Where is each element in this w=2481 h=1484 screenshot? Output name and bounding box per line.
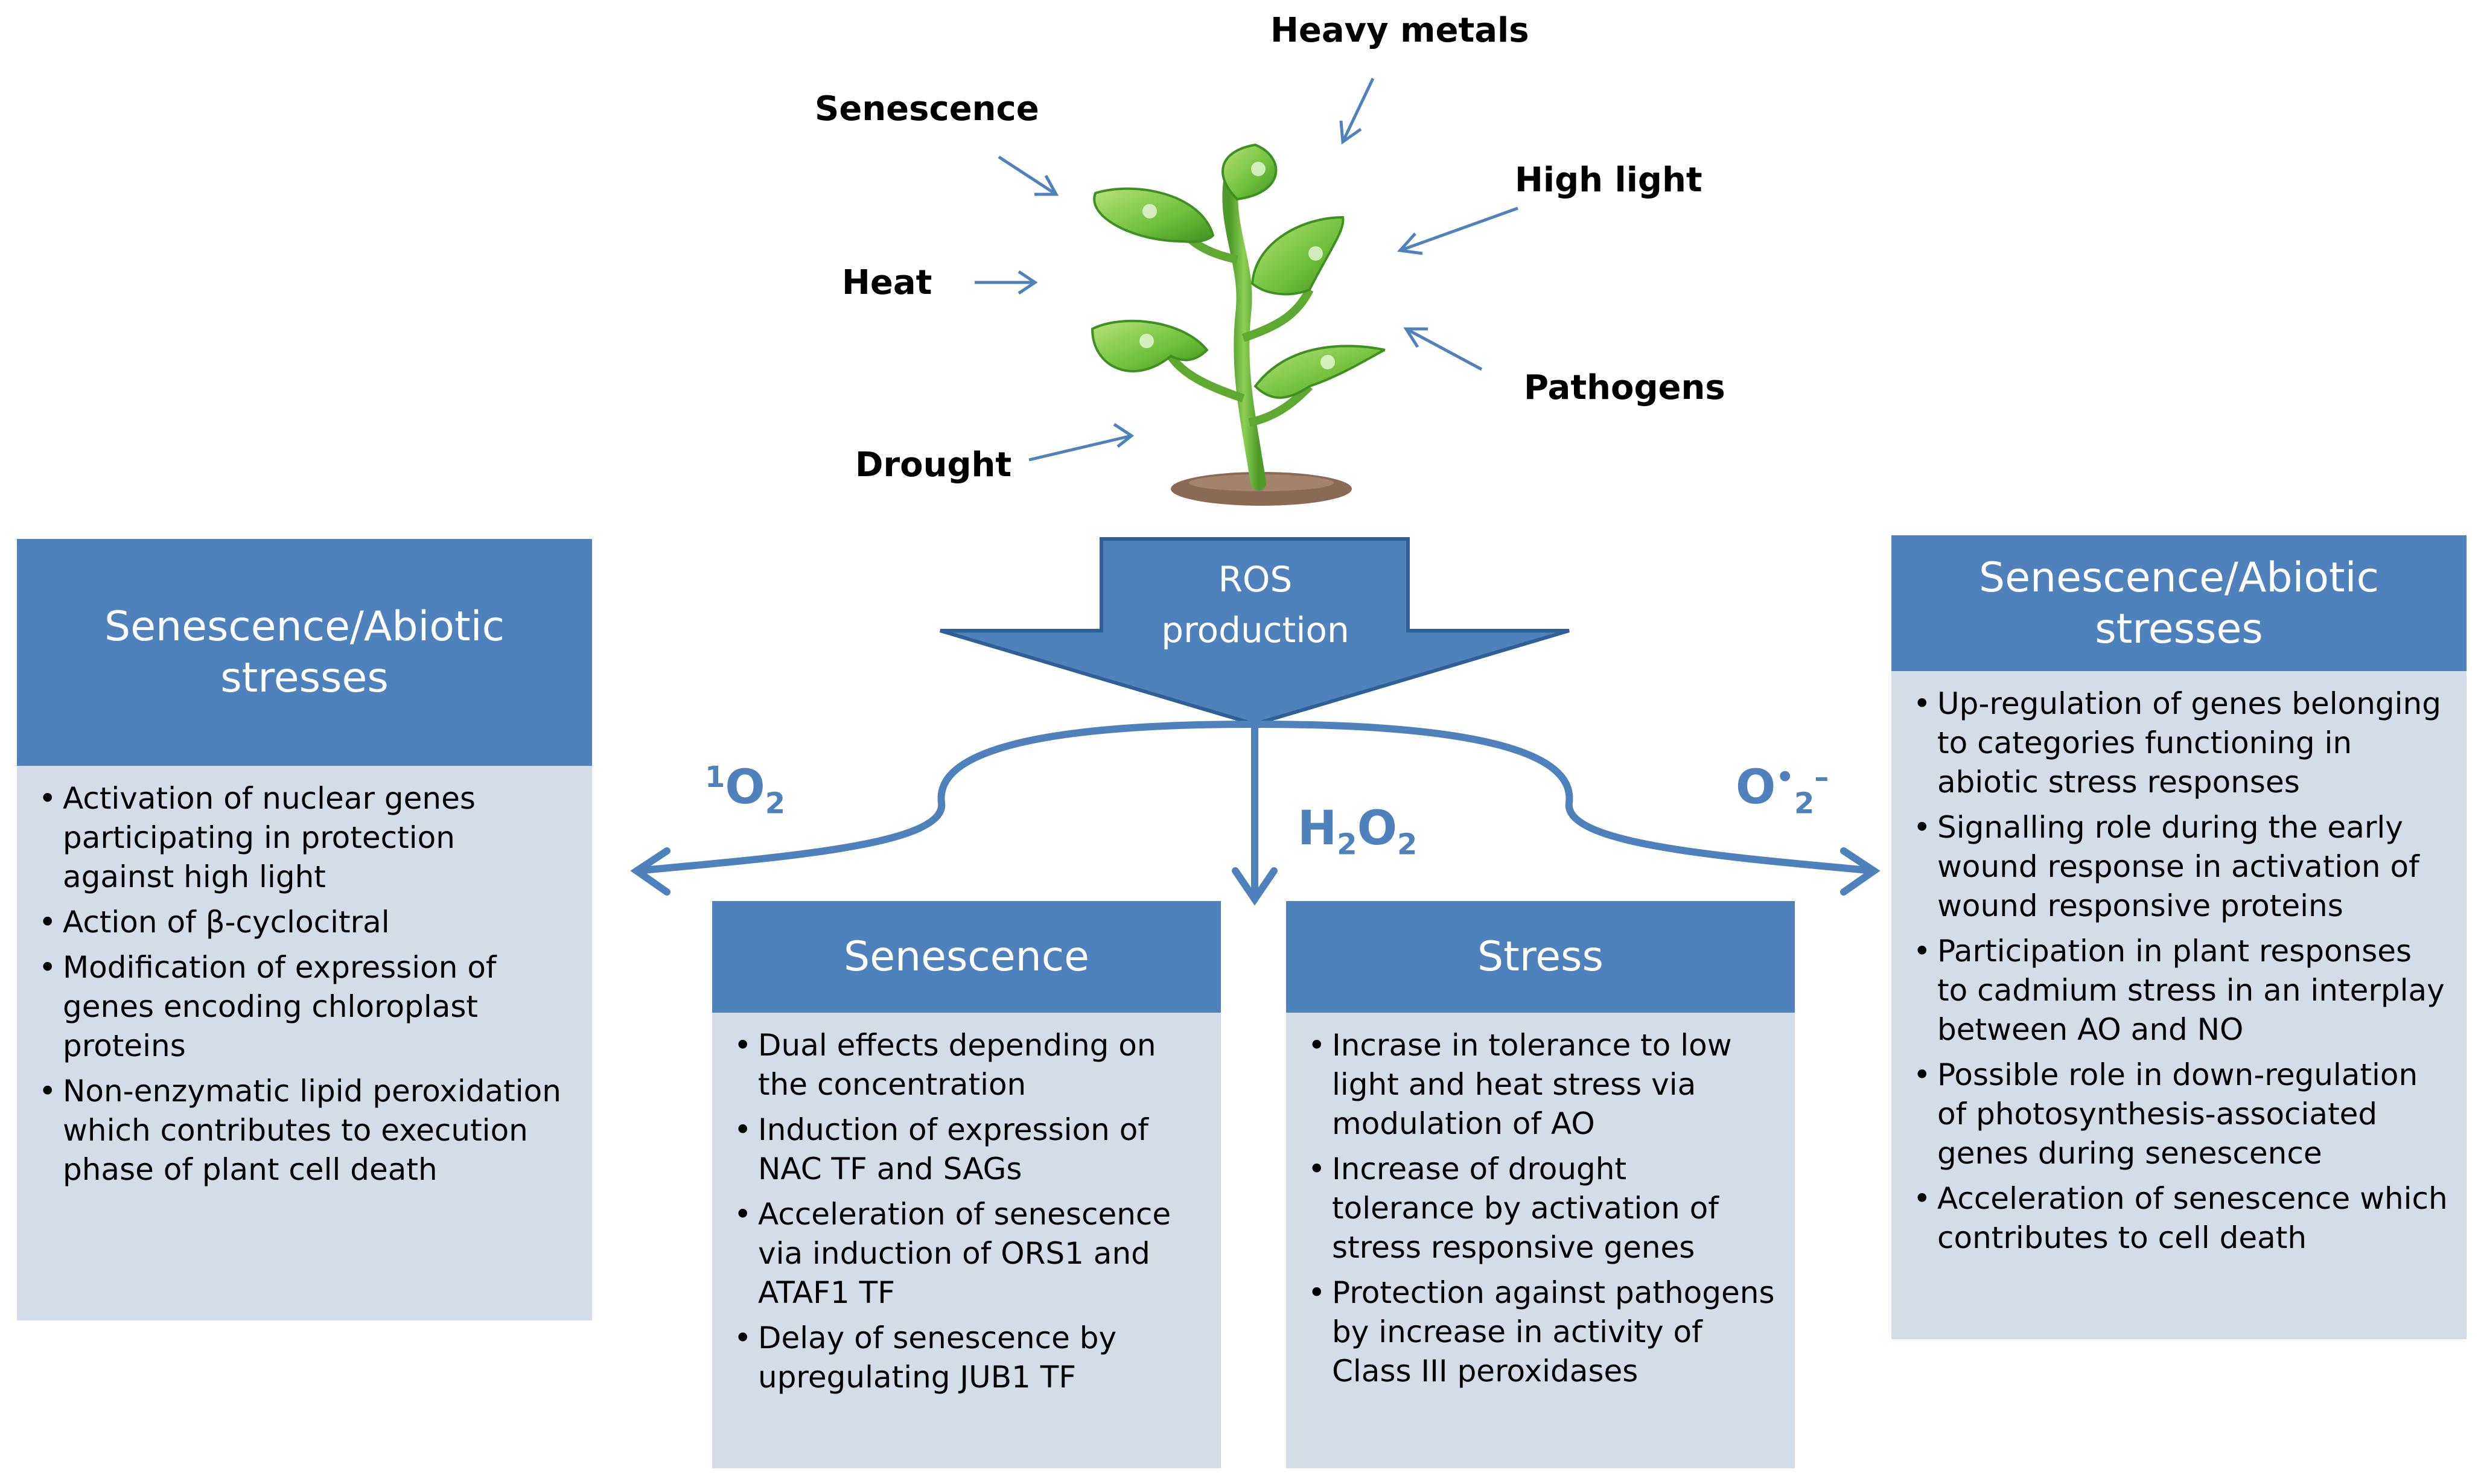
heat-arrow [975,270,1038,295]
senescence-box-body: Dual effects depending on the concentrat… [712,1013,1221,1397]
senescence-box-item: Delay of senescence by upregulating JUB1… [734,1319,1203,1397]
left-box-body: Activation of nuclear genes participatin… [17,766,592,1189]
right-box-item: Up-regulation of genes belonging to cate… [1913,684,2448,802]
stress-box-item: Protection against pathogens by increase… [1308,1273,1777,1391]
stress-box-item: Increase of drought tolerance by activat… [1308,1150,1777,1267]
ros-label-line2: production [1161,610,1349,651]
hydrogen-peroxide-arrowhead [1232,867,1278,906]
right-box-title: Senescence/Abiotic stresses [1891,535,2467,671]
singlet-oxygen-arrowhead [630,847,670,896]
superoxide-label: O•2– [1736,760,1829,821]
stressor-high-light: High light [1515,161,1702,200]
left-box-item: Action of β-cyclocitral [39,903,574,942]
ros-branch-arrows [630,721,1881,906]
superoxide-branch [1251,721,1877,874]
right-box-body: Up-regulation of genes belonging to cate… [1891,671,2467,1258]
leaf-upper-right [1250,215,1345,296]
left-box-item: Modification of expression of genes enco… [39,948,574,1066]
leaf-top [1221,143,1278,201]
high-light-arrow [1397,206,1518,255]
senescence-box: Senescence Dual effects depending on the… [712,901,1221,1468]
senescence-arrow [998,155,1059,196]
stress-box: Stress Incrase in tolerance to low light… [1286,901,1795,1468]
stressor-heat: Heat [842,263,932,302]
drought-arrow [1028,422,1135,462]
heavy-metals-arrow [1339,77,1375,145]
stress-box-item: Incrase in tolerance to low light and he… [1308,1026,1777,1144]
left-box-singlet-oxygen: Senescence/Abiotic stresses Activation o… [17,539,592,1320]
senescence-box-item: Induction of expression of NAC TF and SA… [734,1110,1203,1189]
stressor-drought: Drought [855,445,1012,485]
senescence-box-item: Acceleration of senescence via induction… [734,1195,1203,1313]
left-box-item: Activation of nuclear genes participatin… [39,779,574,897]
stressor-heavy-metals: Heavy metals [1270,11,1529,50]
senescence-box-title: Senescence [712,901,1221,1013]
stress-box-title: Stress [1286,901,1795,1013]
left-box-title: Senescence/Abiotic stresses [17,539,592,766]
plant-illustration [1091,143,1386,506]
singlet-oxygen-label: 1O2 [705,760,786,821]
ros-production-label: ROS production [1092,554,1418,655]
right-box-superoxide: Senescence/Abiotic stresses Up-regulatio… [1891,535,2467,1339]
right-box-item: Acceleration of senescence which contrib… [1913,1179,2448,1258]
right-box-item: Participation in plant responses to cadm… [1913,932,2448,1049]
pathogens-arrow [1403,327,1483,371]
plant-stem [1222,173,1266,491]
right-box-item: Possible role in down-regulation of phot… [1913,1056,2448,1173]
singlet-oxygen-branch [633,721,1258,874]
senescence-box-item: Dual effects depending on the concentrat… [734,1026,1203,1104]
ros-label-line1: ROS [1218,559,1293,600]
ros-production-arrow [940,537,1570,727]
stressor-senescence: Senescence [815,89,1039,129]
hydrogen-peroxide-label: H2O2 [1298,801,1418,862]
stressor-pathogens: Pathogens [1524,368,1725,407]
right-box-item: Signalling role during the early wound r… [1913,808,2448,926]
leaf-lower-right [1253,345,1386,399]
left-box-item: Non-enzymatic lipid peroxidation which c… [39,1072,574,1189]
stress-box-body: Incrase in tolerance to low light and he… [1286,1013,1795,1391]
superoxide-arrowhead [1840,847,1881,896]
stressor-arrows [975,77,1518,462]
